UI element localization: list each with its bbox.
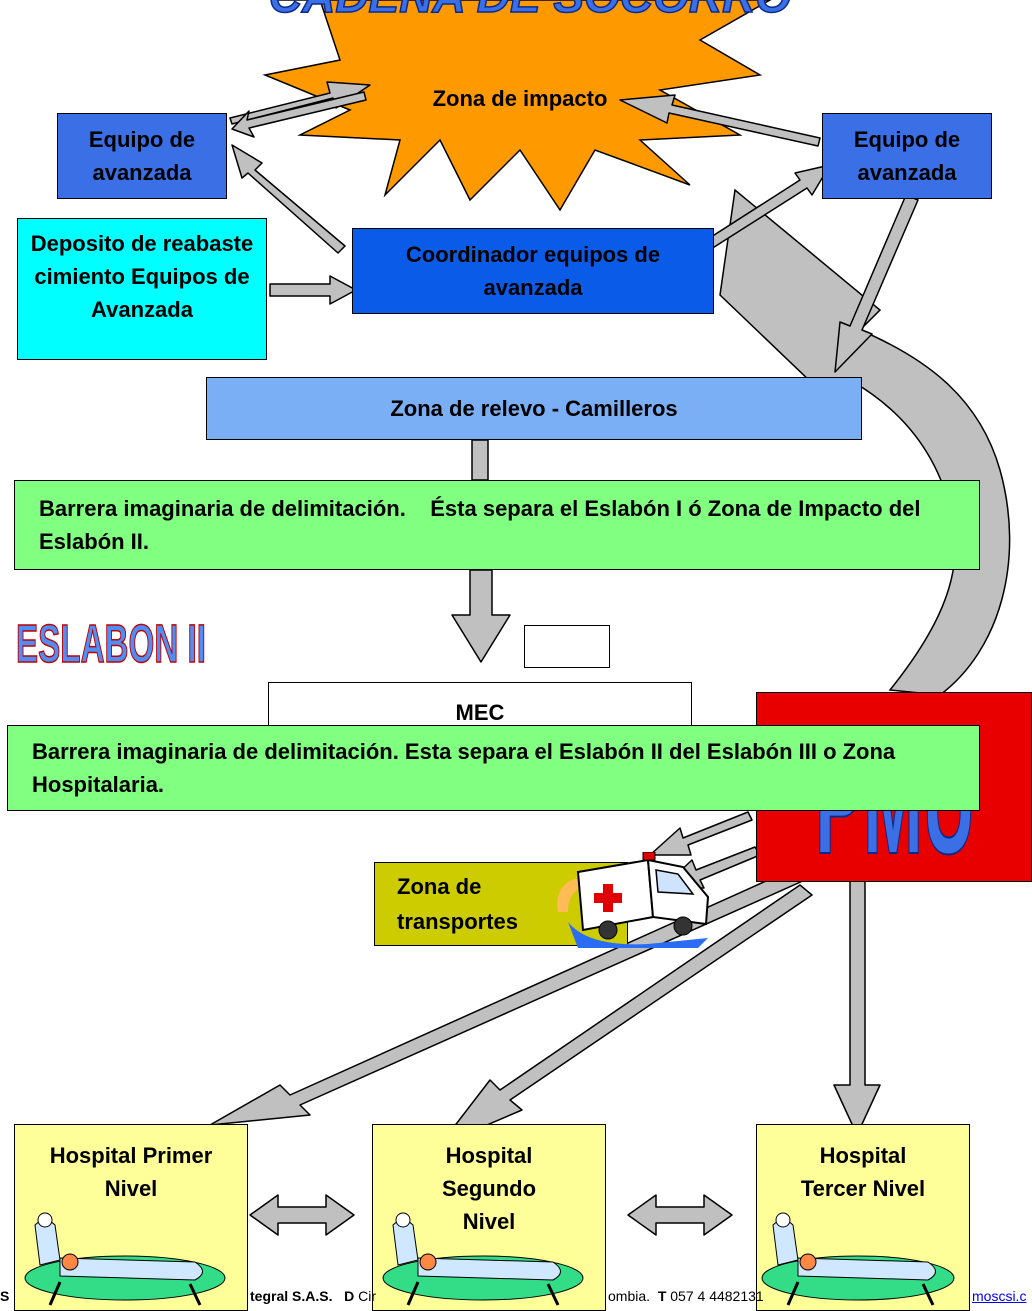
arrow-pmu-to-hospital-3	[833, 869, 881, 1136]
footer-phone: 057 4 4482131	[670, 1288, 764, 1304]
arrow-pmu-to-hospital-1	[209, 867, 806, 1126]
arrow-barrier-to-mec	[451, 569, 511, 663]
arrow-right-team-to-relay	[834, 194, 919, 373]
hospital-3-label: Hospital Tercer Nivel	[800, 1143, 926, 1201]
arrow-relay-to-barrier	[471, 439, 489, 481]
double-arrow-h1-h2	[249, 1194, 355, 1236]
impact-zone-label: Zona de impacto	[432, 86, 608, 111]
stretcher-patient-icon-1	[24, 1212, 226, 1306]
empty-box	[524, 625, 610, 668]
footer-country: ombia.	[608, 1288, 651, 1304]
barrier-1-label: Barrera imaginaria de delimitación. Ésta…	[39, 496, 927, 554]
relay-zone-box: Zona de relevo - Camilleros	[206, 377, 862, 440]
advance-team-left-label: Equipo de avanzada	[88, 127, 196, 185]
svg-text:CADENA DE SOCORRO: CADENA DE SOCORRO	[269, 0, 791, 22]
footer-contact-line: ombia. T 057 4 4482131	[608, 1288, 764, 1304]
barrier-2-label: Barrera imaginaria de delimitación. Esta…	[32, 739, 896, 797]
double-arrow-h2-h3	[627, 1194, 733, 1236]
transport-zone-label: Zona de transportes	[397, 873, 519, 934]
barrier-1-box: Barrera imaginaria de delimitación. Ésta…	[14, 480, 980, 570]
footer-link[interactable]: moscsi.c	[972, 1288, 1027, 1304]
footer-address: Cir	[358, 1288, 377, 1304]
eslabon-label: ESLABON II	[15, 613, 207, 670]
advance-team-left-box: Equipo de avanzada	[57, 113, 227, 199]
advance-team-right-box: Equipo de avanzada	[822, 113, 992, 199]
curved-arrow-pmu-to-relay	[719, 188, 1011, 696]
advance-team-right-label: Equipo de avanzada	[853, 127, 961, 185]
arrow-impact-to-left-team	[231, 91, 367, 138]
hospital-2-label: Hospital Segundo Nivel	[441, 1143, 537, 1234]
footer-d-label: D	[344, 1288, 355, 1304]
arrow-depot-to-coordinator	[269, 275, 357, 305]
footer-t-label: T	[657, 1288, 667, 1304]
depot-label: Deposito de reabastecimiento Equipos de …	[30, 231, 254, 322]
footer-company: tegral S.A.S.	[250, 1288, 333, 1304]
coordinator-label: Coordinador equipos de avanzada	[405, 242, 661, 300]
coordinator-box: Coordinador equipos de avanzada	[352, 228, 714, 314]
arrow-pmu-to-transport-1	[649, 811, 753, 856]
svg-text:ESLABON II: ESLABON II	[16, 614, 206, 670]
stretcher-patient-icon-2	[382, 1212, 584, 1306]
footer-left: S	[0, 1288, 10, 1304]
footer-company-line: tegral S.A.S. D Cir	[250, 1288, 376, 1304]
depot-box: Deposito de reabastecimiento Equipos de …	[17, 218, 267, 360]
relay-zone-label: Zona de relevo - Camilleros	[390, 396, 678, 421]
barrier-2-box: Barrera imaginaria de delimitación. Esta…	[7, 725, 980, 811]
arrow-coordinator-to-left-team	[231, 144, 346, 254]
stretcher-patient-icon-3	[761, 1212, 955, 1306]
header-title: CADENA DE SOCORRO	[268, 0, 792, 23]
ambulance-icon	[557, 852, 710, 948]
arrow-right-team-to-impact	[619, 94, 821, 147]
hospital-1-label: Hospital Primer Nivel	[49, 1143, 213, 1201]
